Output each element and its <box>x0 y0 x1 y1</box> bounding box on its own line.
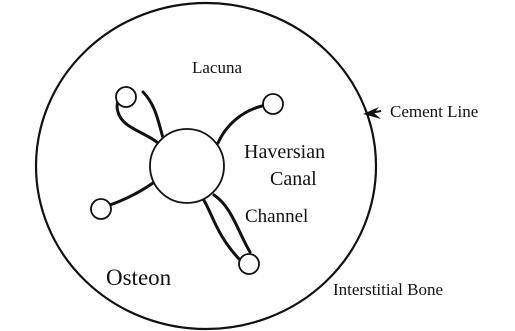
canaliculus-upper-right <box>218 106 262 143</box>
lacuna-upper-left <box>116 87 136 107</box>
label-cement-line: Cement Line <box>390 102 478 121</box>
label-osteon: Osteon <box>106 265 172 290</box>
label-interstitial-bone: Interstitial Bone <box>333 280 443 299</box>
label-canal: Canal <box>270 168 317 190</box>
label-channel: Channel <box>245 206 308 227</box>
canaliculus-lower-left <box>110 183 153 205</box>
label-lacuna: Lacuna <box>192 58 242 77</box>
haversian-canal-circle <box>150 129 224 203</box>
lacuna-lower-right <box>239 254 259 274</box>
lacuna-upper-right <box>263 94 283 114</box>
channel-outer <box>203 199 242 262</box>
label-haversian: Haversian <box>244 141 325 163</box>
canaliculus-upper-left-inner <box>143 92 163 138</box>
lacuna-lower-left <box>91 199 111 219</box>
